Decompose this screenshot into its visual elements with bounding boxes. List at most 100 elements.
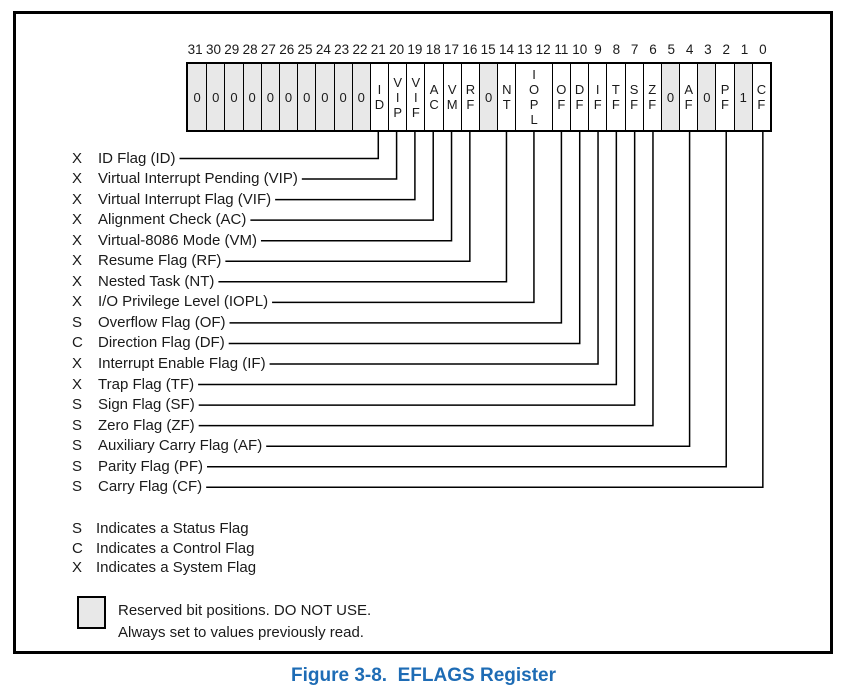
register-cell-sf: S F (624, 64, 643, 130)
bit-number-4: 4 (685, 42, 694, 57)
cell-label: V I P (393, 74, 402, 120)
bit-number-22: 22 (352, 42, 368, 57)
bit-number-31: 31 (187, 42, 203, 57)
bit-number-28: 28 (242, 42, 258, 57)
reserved-note-line2: Always set to values previously read. (118, 623, 364, 641)
cell-label: O F (556, 82, 567, 112)
flag-label: Trap Flag (TF) (98, 375, 195, 393)
flag-label: ID Flag (ID) (98, 149, 176, 167)
flag-label: I/O Privilege Level (IOPL) (98, 293, 269, 311)
bit-number-26: 26 (279, 42, 295, 57)
register-cell-af: A F (679, 64, 698, 130)
flag-row-pf: S Parity Flag (PF) (72, 458, 203, 476)
register-cell-cf: C F (751, 64, 770, 130)
flag-type-letter: X (72, 355, 83, 372)
flag-type-letter: X (72, 211, 83, 229)
flag-type-letter: X (72, 252, 83, 270)
register-cell-reserved: 0 (297, 64, 316, 130)
bit-number-15: 15 (480, 42, 496, 57)
flag-type-letter: X (72, 170, 83, 188)
bit-number-3: 3 (704, 42, 712, 57)
register-cell-id: I D (369, 64, 389, 130)
cell-label: 0 (266, 89, 274, 105)
flag-label: Auxiliary Carry Flag (AF) (98, 437, 263, 455)
bit-number-11: 11 (554, 42, 569, 57)
cell-label: 0 (321, 89, 329, 105)
cell-label: A F (684, 82, 693, 112)
register-cell-reserved: 0 (278, 64, 298, 130)
register-cell-tf: T F (606, 64, 625, 130)
flag-label: Virtual Interrupt Flag (VIF) (98, 190, 272, 208)
flag-label: Carry Flag (CF) (98, 478, 203, 496)
flag-label: Zero Flag (ZF) (98, 416, 195, 434)
flag-label: Parity Flag (PF) (98, 457, 204, 475)
flag-type-letter: S (72, 478, 83, 496)
register-cell-vm: V M (442, 64, 461, 130)
bit-number-21: 21 (370, 42, 386, 57)
flag-type-letter: S (72, 396, 83, 414)
bit-number-2: 2 (722, 42, 730, 57)
cell-label: 0 (284, 89, 293, 105)
bit-number-1: 1 (740, 42, 749, 57)
flag-row-vif: X Virtual Interrupt Flag (VIF) (72, 191, 271, 209)
bit-number-27: 27 (260, 42, 276, 57)
register-cell-ac: A C (424, 64, 443, 130)
legend-label: Indicates a System Flag (96, 559, 257, 576)
cell-label: I F (593, 82, 602, 112)
flag-row-cf: S Carry Flag (CF) (72, 478, 202, 496)
bit-number-13: 13 (517, 42, 533, 57)
cell-label: 0 (666, 89, 675, 105)
bit-number-10: 10 (572, 42, 588, 57)
bit-number-8: 8 (612, 42, 621, 57)
flag-type-letter: C (72, 334, 83, 352)
cell-label: I O P L (529, 67, 540, 127)
bit-number-24: 24 (315, 42, 331, 57)
flag-label: Virtual Interrupt Pending (VIP) (98, 170, 298, 188)
register-cell-nt: N T (497, 64, 516, 130)
bit-number-16: 16 (462, 42, 478, 57)
legend-label: Indicates a Control Flag (96, 540, 255, 557)
cell-label: 0 (357, 89, 365, 105)
register-cell-reserved: 0 (206, 64, 225, 130)
bit-number-19: 19 (407, 42, 423, 57)
cell-label: 0 (248, 89, 256, 105)
flag-type-letter: X (72, 375, 83, 393)
flag-label: Nested Task (NT) (98, 272, 215, 290)
flag-row-af: S Auxiliary Carry Flag (AF) (72, 437, 262, 455)
bit-number-18: 18 (425, 42, 441, 57)
connector-line-af (266, 132, 691, 447)
flag-type-letter: S (72, 457, 83, 475)
register-cell-iopl: I O P L (515, 64, 552, 130)
register-cell-reserved: 0 (479, 64, 498, 130)
cell-label: 0 (703, 89, 711, 105)
bit-number-9: 9 (594, 42, 602, 57)
flag-label: Overflow Flag (OF) (98, 313, 226, 331)
register-cell-reserved: 0 (188, 64, 207, 130)
cell-label: 0 (303, 89, 311, 105)
figure-caption: Figure 3-8. EFLAGS Register (291, 665, 556, 686)
register-cell-reserved: 1 (733, 64, 752, 130)
flag-row-if: X Interrupt Enable Flag (IF) (72, 355, 266, 373)
flag-row-nt: X Nested Task (NT) (72, 273, 214, 291)
flag-type-letter: X (72, 190, 83, 208)
flag-type-letter: S (72, 437, 83, 455)
cell-label: 0 (193, 89, 201, 105)
connector-line-vip (301, 132, 398, 180)
flag-type-letter: X (72, 272, 83, 290)
bit-number-7: 7 (630, 42, 639, 57)
cell-label: 0 (339, 89, 347, 105)
register-cell-vip: V I P (388, 64, 407, 130)
cell-label: V M (446, 82, 458, 112)
flag-type-letter: S (72, 416, 83, 434)
cell-label: Z F (648, 82, 657, 112)
flag-label: Interrupt Enable Flag (IF) (98, 355, 266, 372)
